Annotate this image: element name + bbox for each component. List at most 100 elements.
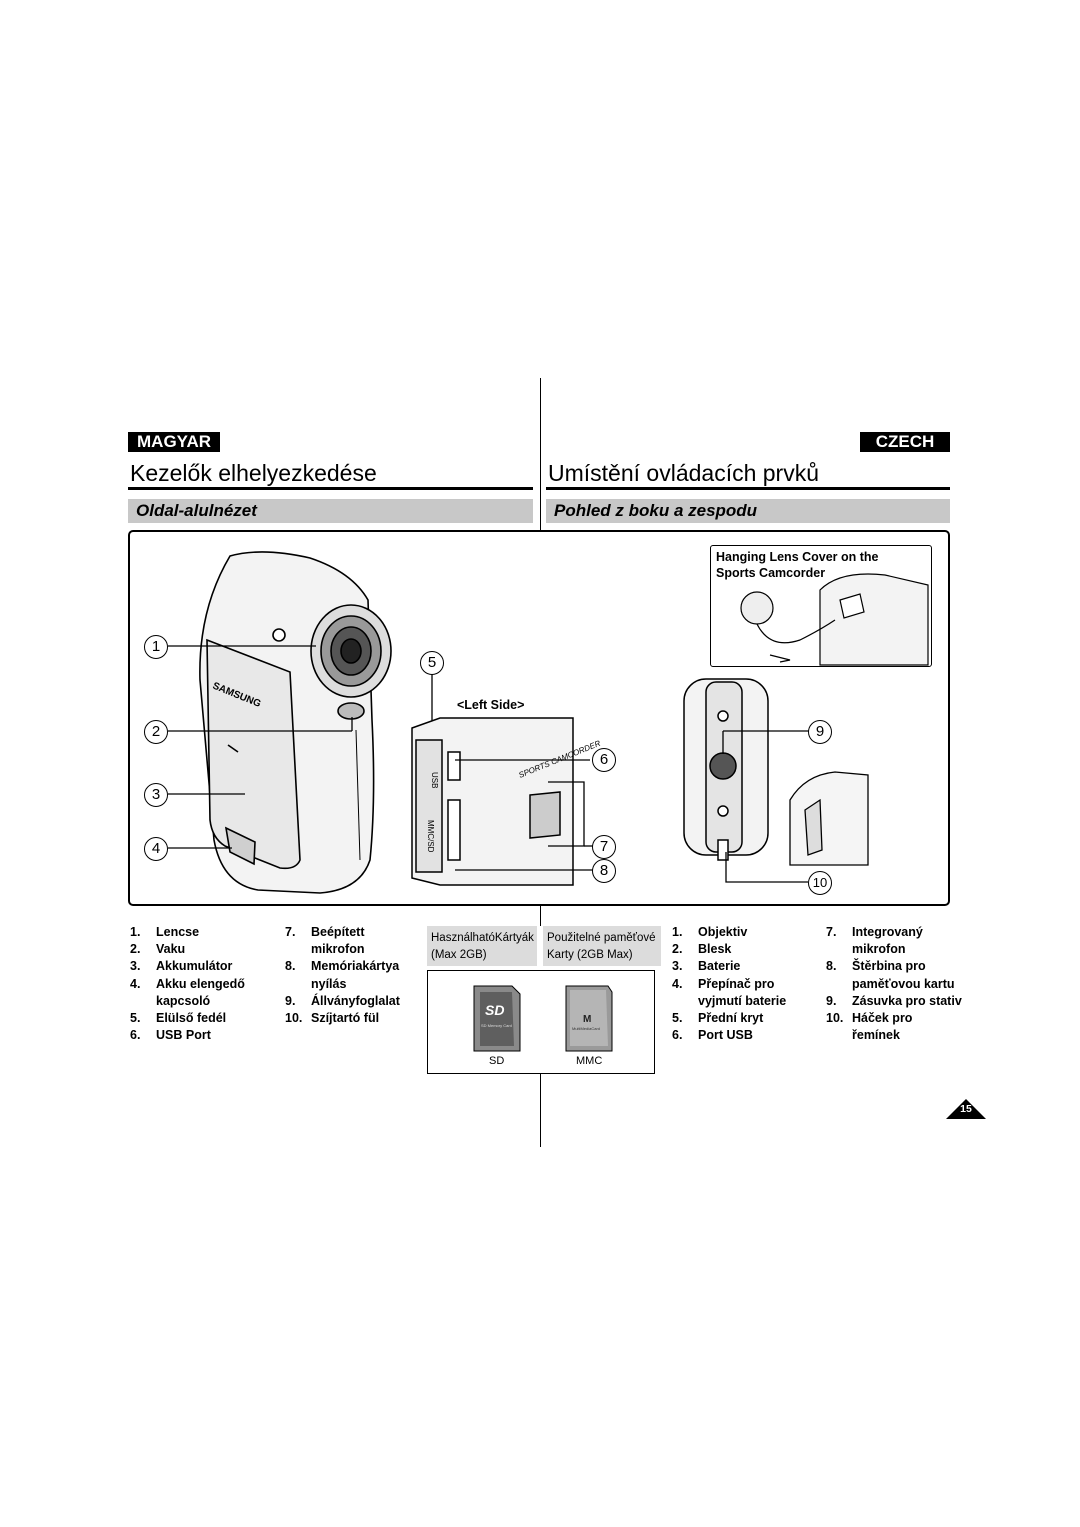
legend-item-number (826, 976, 852, 993)
legend-item-text: Akku elengedő (156, 976, 245, 991)
legend-item-text: Állványfoglalat (311, 993, 400, 1008)
legend-item-text: Lencse (156, 925, 200, 939)
page-title-hungarian: Kezelők elhelyezkedése (130, 460, 377, 486)
legend-item-text: paměťovou kartu (852, 976, 955, 991)
callout-leaders-right (722, 730, 810, 883)
legend-item-text: mikrofon (311, 942, 365, 957)
legend-item-number (285, 941, 311, 958)
lens-cover-caption-line-2: Sports Camcorder (716, 566, 826, 580)
legend-item-number: 7. (285, 925, 296, 939)
page-number: 15 (960, 1103, 972, 1115)
legend-item-number (672, 993, 698, 1010)
legend-item-number (285, 976, 311, 993)
legend-item-text: nyílás (311, 976, 347, 991)
mmc-sd-slot-label: MMC/SD (426, 820, 435, 853)
legend-item: 2. Vaku (130, 941, 245, 958)
legend-item: 4.Akku elengedő (130, 976, 245, 993)
legend-item-text: Elülső fedél (156, 1011, 227, 1026)
usb-port-label: USB (430, 772, 439, 788)
legend-item: mikrofon (826, 941, 962, 958)
strap-hook-closeup (773, 768, 870, 868)
left-side-detail (411, 717, 574, 886)
callout-2: 2 (144, 720, 168, 744)
usable-cards-header-hungarian: HasználhatóKártyák (Max 2GB) (427, 926, 537, 966)
callout-leaders-middle (455, 759, 594, 871)
legend-item: 5. Přední kryt (672, 1010, 786, 1027)
legend-item-number: 10. (285, 1011, 303, 1026)
legend-item: řemínek (826, 1027, 962, 1044)
legend-item-number (130, 993, 156, 1010)
legend-item: mikrofon (285, 941, 400, 958)
legend-item-text: USB Port (156, 1028, 211, 1043)
legend-item: vyjmutí baterie (672, 993, 786, 1010)
lens-cover-caption-line-1: Hanging Lens Cover on the (716, 550, 879, 564)
legend-item: 7.Beépített (285, 924, 400, 941)
legend-item: 1.Objektiv (672, 924, 786, 941)
legend-item-text: kapcsoló (156, 993, 211, 1008)
legend-item: 3. Akkumulátor (130, 958, 245, 975)
legend-item: 7. Integrovaný (826, 924, 962, 941)
legend-item-text: Baterie (698, 959, 741, 974)
callout-6: 6 (592, 748, 616, 772)
center-divider-mid (540, 906, 541, 926)
legend-item-number: 9. (826, 993, 837, 1008)
callout-5: 5 (420, 651, 444, 675)
legend-item: kapcsoló (130, 993, 245, 1010)
legend-hungarian-col-1: 1. Lencse 2. Vaku 3. Akkumulátor 4.Akku elenge… (130, 924, 245, 1044)
legend-item-number: 3. (130, 959, 141, 974)
callout-7: 7 (592, 835, 616, 859)
legend-item-text: Akkumulátor (156, 959, 233, 974)
legend-item: 9. Zásuvka pro stativ (826, 993, 962, 1010)
legend-item-text: Memóriakártya (311, 959, 400, 974)
legend-item-number: 1. (130, 925, 141, 939)
legend-item-text: Port USB (698, 1028, 753, 1043)
legend-item-number: 5. (672, 1011, 683, 1026)
legend-item-number: 3. (672, 959, 683, 974)
legend-item-number: 7. (826, 925, 837, 939)
legend-item-number: 10. (826, 1011, 844, 1026)
camcorder-diagram-frame (128, 530, 950, 906)
legend-item-number: 1. (672, 925, 683, 939)
legend-item: 6. USB Port (130, 1027, 245, 1044)
callout-leaders-left (168, 645, 433, 849)
legend-item-text: mikrofon (852, 942, 906, 957)
usable-cards-cz-line-2: Karty (2GB Max) (547, 949, 633, 961)
legend-item: 8. Memóriakártya (285, 958, 400, 975)
callout-4: 4 (144, 837, 168, 861)
legend-item-number: 5. (130, 1011, 141, 1026)
legend-item-text: Zásuvka pro stativ (852, 993, 962, 1008)
page-number-badge: 15 (946, 1099, 986, 1119)
callout-8: 8 (592, 859, 616, 883)
legend-item: 1. Lencse (130, 924, 245, 941)
callout-10: 10 (808, 871, 832, 895)
title-rule-right (546, 487, 950, 490)
title-rule-left (128, 487, 533, 490)
legend-item-text: Integrovaný (852, 925, 923, 939)
legend-item-number: 9. (285, 993, 296, 1008)
center-divider-top (540, 378, 541, 530)
memory-card-box (427, 970, 655, 1074)
lens-cover-inset-drawing (740, 573, 929, 666)
mmc-card-label: MMC (576, 1055, 603, 1067)
section-heading-hungarian: Oldal-alulnézet (128, 499, 533, 523)
legend-item-number (826, 1027, 852, 1044)
camcorder-front-view (199, 551, 392, 894)
legend-item-number: 2. (130, 942, 141, 957)
legend-item: 4.Přepínač pro (672, 976, 786, 993)
legend-item-text: vyjmutí baterie (698, 993, 787, 1008)
legend-item: paměťovou kartu (826, 976, 962, 993)
legend-item-number: 8. (285, 959, 296, 974)
legend-item-text: Přední kryt (698, 1011, 764, 1026)
legend-item-number (826, 941, 852, 958)
legend-item-text: řemínek (852, 1028, 900, 1043)
sd-card-label: SD (489, 1055, 505, 1067)
legend-item-text: Štěrbina pro (852, 959, 926, 974)
usable-cards-header-czech: Použitelné paměťové Karty (2GB Max) (543, 926, 661, 966)
legend-item-text: Háček pro (852, 1011, 913, 1026)
legend-item-number: 6. (672, 1028, 683, 1043)
legend-item-text: Vaku (156, 942, 186, 957)
usable-cards-cz-line-1: Použitelné paměťové (547, 932, 656, 944)
legend-item-number: 6. (130, 1028, 141, 1043)
